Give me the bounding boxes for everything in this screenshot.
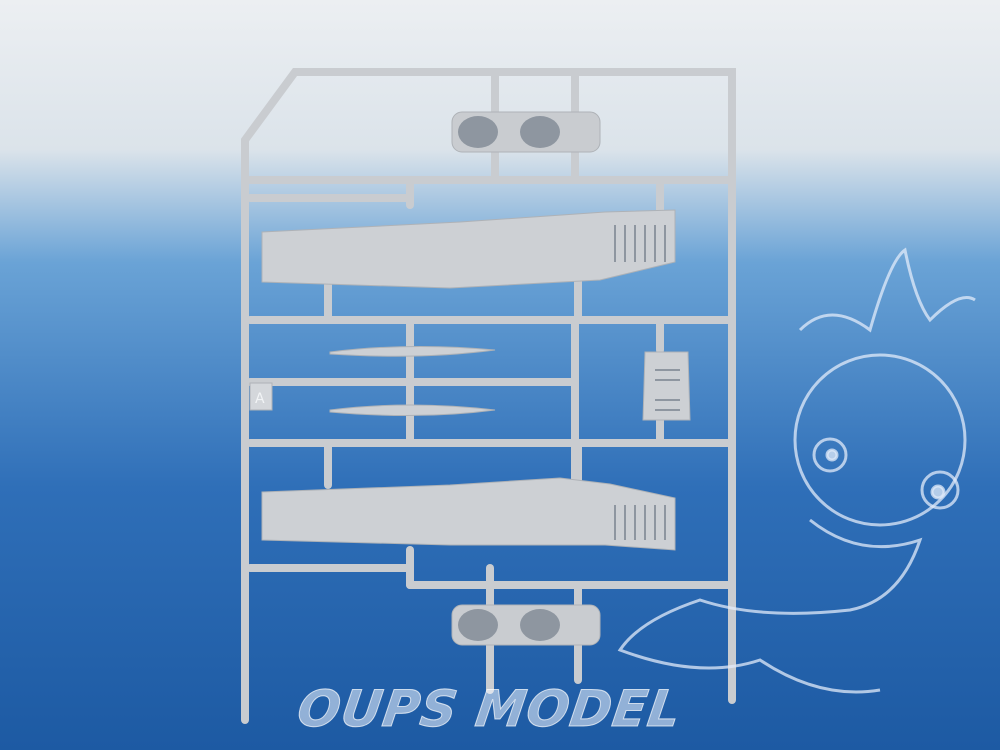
small-panel-part xyxy=(642,351,691,421)
propeller-blade-1 xyxy=(329,345,496,357)
sprue-letter: A xyxy=(255,391,265,407)
watermark-text: OUPS MODEL xyxy=(293,680,686,739)
engine-cowl-bottom xyxy=(451,604,601,646)
sprue-frame xyxy=(241,68,736,724)
fuselage-half-bottom xyxy=(261,477,676,551)
propeller-blade-2 xyxy=(329,404,496,417)
mascot-watermark xyxy=(617,247,976,694)
sprue-letter-tag: A xyxy=(249,382,273,411)
engine-cowl-top xyxy=(451,111,601,153)
fuselage-half-top xyxy=(261,209,676,289)
